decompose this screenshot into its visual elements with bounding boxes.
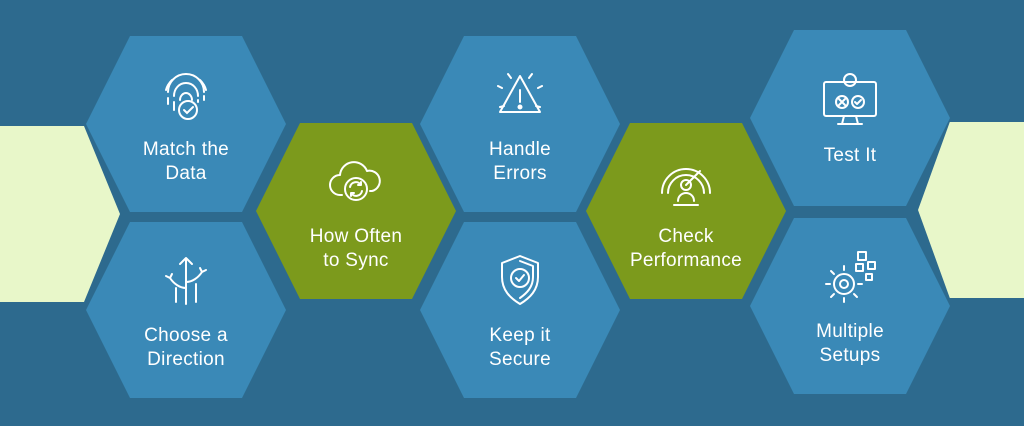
hex-label: Keep it Secure — [488, 325, 551, 370]
warning-alert-icon — [488, 62, 552, 126]
direction-arrows-icon — [154, 248, 218, 312]
hex-keep-it-secure: Keep it Secure — [420, 222, 620, 398]
hex-label: Match the Data — [142, 139, 230, 184]
hex-label: Choose a Direction — [144, 325, 228, 370]
hex-check-performance: Check Performance — [586, 123, 786, 299]
shield-check-icon — [488, 248, 552, 312]
fingerprint-check-icon — [154, 62, 218, 126]
hex-choose-a-direction: Choose a Direction — [86, 222, 286, 398]
hex-label: Check Performance — [629, 226, 743, 271]
hex-label: Multiple Setups — [816, 321, 884, 366]
cloud-sync-icon — [324, 149, 388, 213]
hex-match-the-data: Match the Data — [86, 36, 286, 212]
monitor-gear-test-icon — [818, 68, 882, 132]
hex-how-often-to-sync: How Often to Sync — [256, 123, 456, 299]
speedometer-person-icon — [654, 149, 718, 213]
gear-blocks-icon — [818, 244, 882, 308]
hex-multiple-setups: Multiple Setups — [750, 218, 950, 394]
hex-label: Test It — [823, 145, 877, 166]
hex-test-it: Test It — [750, 30, 950, 206]
hex-label: How Often to Sync — [309, 226, 403, 271]
hex-label: Handle Errors — [488, 139, 551, 184]
hex-handle-errors: Handle Errors — [420, 36, 620, 212]
